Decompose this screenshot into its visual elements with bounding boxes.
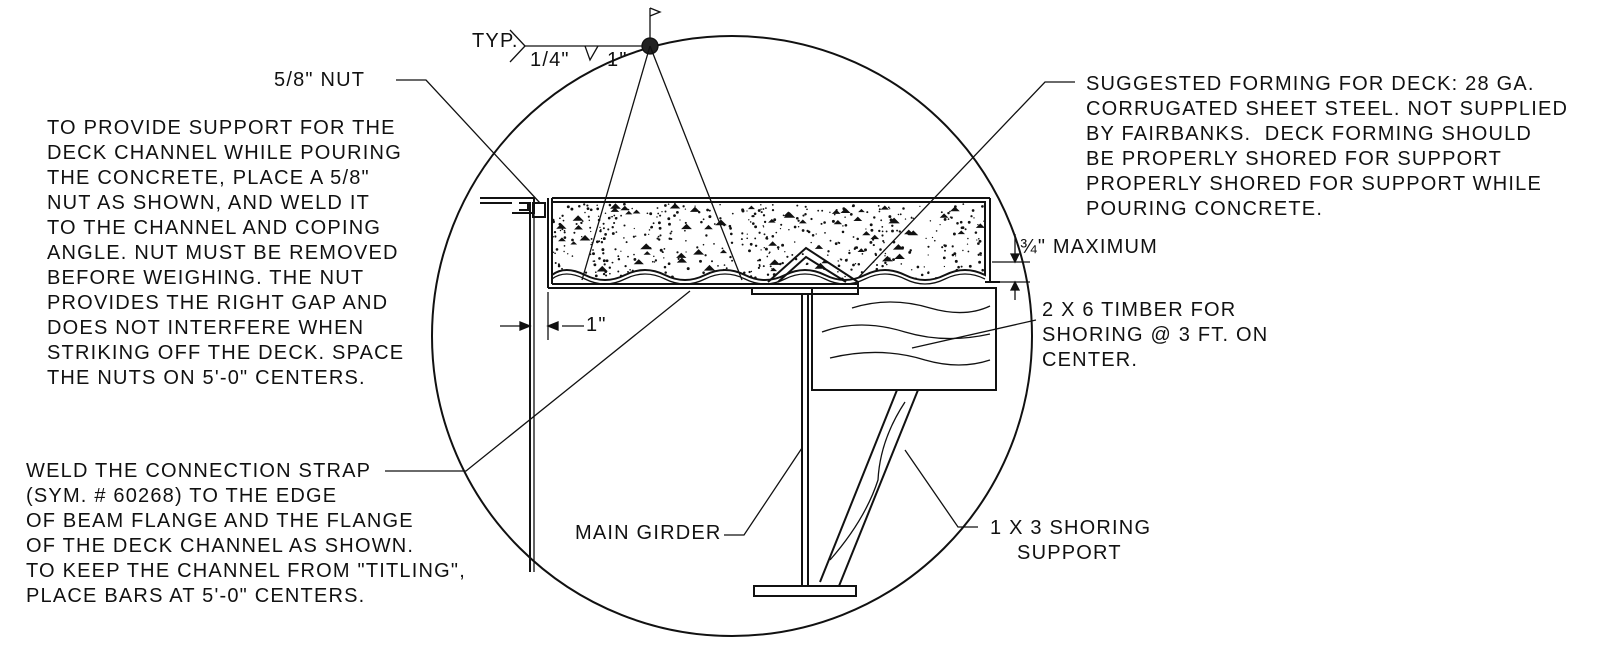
shoring-support-label: 1 X 3 SHORING SUPPORT [990,517,1152,564]
nut-note: TO PROVIDE SUPPORT FOR THE DECK CHANNEL … [47,117,405,389]
corrugated-deck-form [551,273,986,285]
nut [532,202,546,218]
main-girder-label: MAIN GIRDER [575,522,722,544]
concrete-slab [551,201,986,281]
weld-size-label: 1/4" [530,49,570,71]
main-girder [753,294,857,597]
forming-note: SUGGESTED FORMING FOR DECK: 28 GA. CORRU… [1086,73,1569,220]
leader-lines [385,79,1075,536]
maximum-label: ¾" MAXIMUM [1020,236,1158,258]
strap-note: WELD THE CONNECTION STRAP (SYM. # 60268)… [26,460,466,607]
coping-angle [480,197,535,214]
timber-2x6 [811,287,997,391]
weld-typ-label: TYP. [472,30,519,52]
gap-dimension-label: 1" [586,314,607,336]
max-dimension [992,234,1030,300]
weld-symbol [509,7,743,281]
timber-note: 2 X 6 TIMBER FOR SHORING @ 3 FT. ON CENT… [1042,299,1269,371]
nut-label: 5/8" NUT [274,69,366,91]
weld-length-label: 1" [607,49,628,71]
detail-circle [431,35,1033,637]
shoring-support-1x3 [819,389,919,587]
gap-dimension [500,292,584,340]
